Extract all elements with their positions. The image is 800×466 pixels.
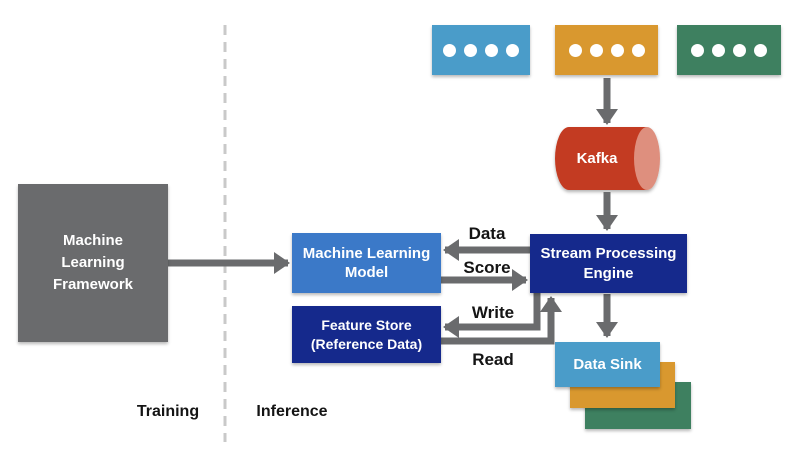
phase-label-training: Training [136,403,200,420]
machine-learning-framework-node: Machine Learning Framework [18,184,168,342]
dot-icon [443,43,456,57]
data-dots [691,43,767,57]
kafka-cylinder-body [555,127,647,190]
dot-icon [589,43,603,57]
dot-icon [568,43,582,57]
arrow-write-engine-to-store [443,292,541,338]
kafka-cylinder-shape [555,127,660,190]
dot-icon [733,43,746,57]
edge-label-write: Write [471,303,515,322]
kafka-cylinder-cap [634,127,660,190]
data-sink-node: Data Sink [555,342,660,387]
machine-learning-model-node: Machine Learning Model [292,233,441,293]
data-source-box-orange [555,25,658,75]
edge-label-read: Read [472,350,514,369]
data-dots [443,43,519,57]
arrow-read-store-to-engine [440,296,562,345]
feature-store-node: Feature Store (Reference Data) [292,306,441,363]
dot-icon [631,43,645,57]
dot-icon [712,43,725,57]
dot-icon [610,43,624,57]
kafka-node-label: Kafka [576,150,618,167]
dot-icon [506,43,519,57]
data-source-box-green [677,25,781,75]
stream-processing-engine-node: Stream Processing Engine [530,234,687,293]
edge-label-data: Data [468,224,506,243]
dot-icon [691,43,704,57]
dot-icon [754,43,767,57]
data-source-box-blue [432,25,530,75]
dot-icon [485,43,498,57]
edge-label-score: Score [463,258,511,277]
data-dots [568,43,645,57]
phase-label-inference: Inference [256,403,328,420]
dot-icon [464,43,477,57]
